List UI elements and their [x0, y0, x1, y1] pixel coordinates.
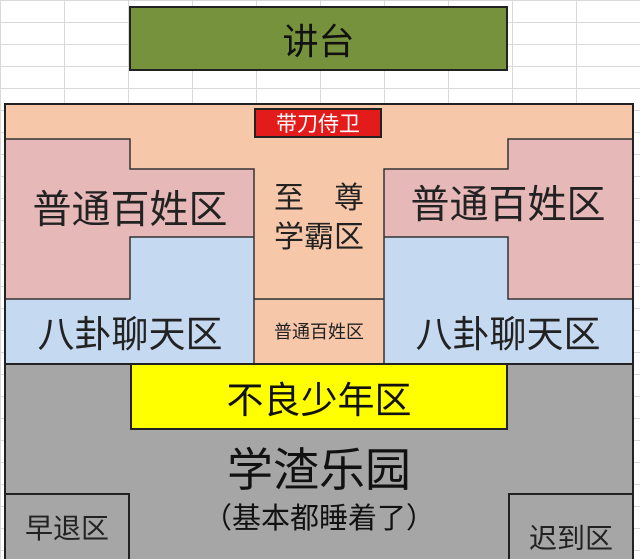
gossip-right-lower [508, 299, 632, 363]
bad-youth-label: 不良少年区 [226, 378, 412, 422]
commoners-left-inner [130, 169, 254, 237]
commoners-left-label: 普通百姓区 [32, 188, 228, 233]
commoners-right-outer [508, 139, 632, 299]
commoners-right-label: 普通百姓区 [410, 183, 606, 228]
gossip-left-lower [6, 299, 130, 363]
left-blue-outline [6, 236, 254, 300]
gossip-right-label: 八卦聊天区 [415, 313, 601, 356]
slacker-title: 学渣乐园 [227, 443, 411, 497]
late-zone: 迟到区 [508, 493, 634, 559]
commoners-left-outer [6, 139, 130, 299]
leave-early-zone: 早退区 [4, 493, 130, 559]
left-pink-outline [6, 138, 255, 363]
podium-label: 讲台 [282, 21, 355, 63]
bad-youth-zone: 不良少年区 [130, 363, 508, 430]
guard-zone: 带刀侍卫 [254, 108, 382, 138]
podium: 讲台 [129, 6, 508, 71]
commoners-center-label: 普通百姓区 [274, 322, 364, 343]
gossip-left-label: 八卦聊天区 [37, 313, 223, 356]
supreme-label-line1: 至 尊 [274, 181, 364, 216]
right-blue-outline [384, 236, 632, 300]
gossip-left-upper [130, 237, 254, 363]
slacker-note: （基本都睡着了） [202, 501, 435, 535]
late-label: 迟到区 [528, 522, 613, 555]
commoners-right-inner [384, 169, 508, 237]
right-pink-outline [383, 138, 632, 363]
commoners-center [254, 299, 384, 363]
leave-early-label: 早退区 [24, 512, 109, 545]
guard-label: 带刀侍卫 [276, 112, 360, 136]
gossip-right-upper [384, 237, 508, 363]
supreme-label-line2: 学霸区 [274, 220, 364, 255]
